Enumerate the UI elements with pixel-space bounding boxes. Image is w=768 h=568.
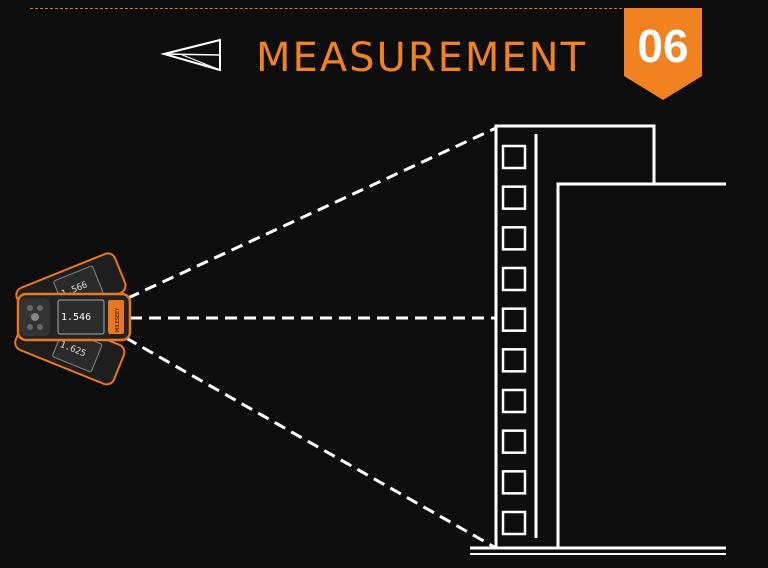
building-window [501,429,527,454]
beam-bottom [125,336,497,550]
building-window [501,307,527,332]
building-tall-block [494,124,656,548]
device-reading-center: 1.546 [61,312,91,323]
device-button [31,313,39,321]
building-window [501,388,527,414]
building-low-block [556,182,726,548]
paper-plane-arrow-icon [160,38,221,72]
device-button [27,305,33,311]
building-window [501,266,527,292]
page-title: MEASUREMENT [256,35,588,81]
laser-distance-meter-icon: 1.566 1.625 1.546 MILESEEY [14,252,132,386]
building-window [501,144,527,170]
device-screen [57,299,105,335]
building-window [501,348,527,373]
building-window [501,510,527,536]
laser-beams [125,126,497,550]
device-button [37,305,43,311]
device-button [27,324,33,330]
top-dashed-rule [30,8,702,9]
building [470,124,726,555]
building-windows [501,144,527,536]
building-window [501,470,527,495]
beam-top [127,126,497,300]
device-brand-logo: MILESEEY [115,307,121,332]
device-unit-center: 1.546 MILESEEY [16,292,132,342]
section-number: 06 [637,20,689,72]
section-number-badge [624,8,702,100]
building-window [501,185,527,210]
device-button [37,324,43,330]
building-window [501,226,527,251]
